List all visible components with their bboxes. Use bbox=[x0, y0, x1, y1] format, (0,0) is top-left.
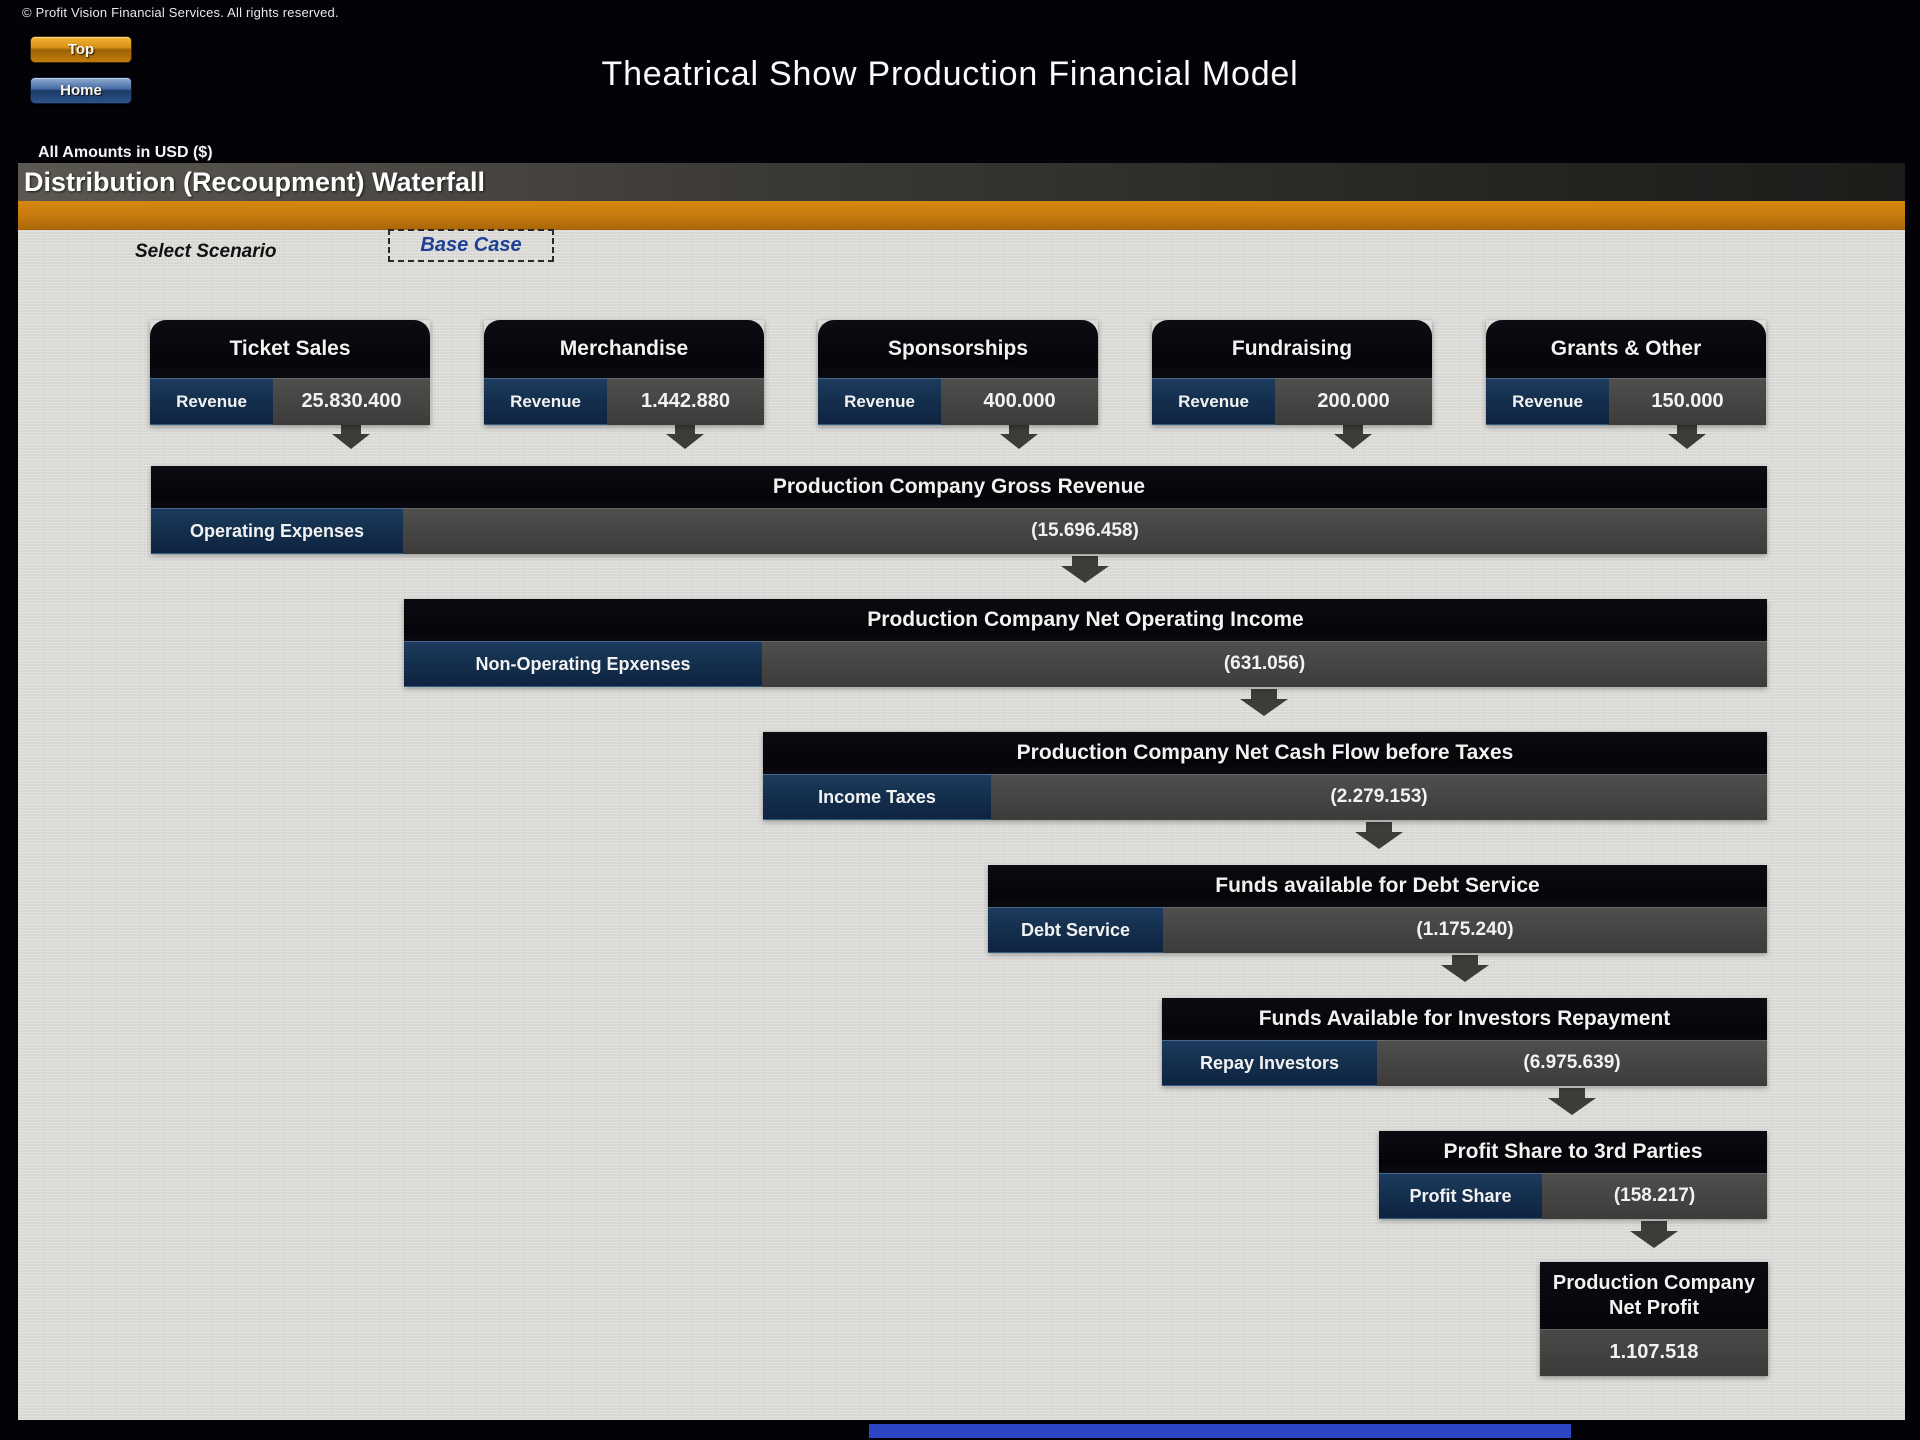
waterfall-step-net-cash-flow: Production Company Net Cash Flow before … bbox=[763, 732, 1767, 820]
revenue-label: Revenue bbox=[150, 378, 273, 425]
currency-note: All Amounts in USD ($) bbox=[38, 144, 213, 161]
step-title-bar: Production Company Net Operating Income bbox=[404, 599, 1767, 641]
down-arrow-icon bbox=[1668, 425, 1706, 449]
source-card-header: Ticket Sales bbox=[150, 320, 430, 378]
down-arrow-icon bbox=[1355, 822, 1403, 849]
net-profit-value: 1.107.518 bbox=[1540, 1329, 1768, 1376]
scenario-dropdown[interactable]: Base Case bbox=[388, 229, 554, 262]
down-arrow-icon bbox=[1061, 556, 1109, 583]
waterfall-step-gross-revenue: Production Company Gross Revenue Operati… bbox=[151, 466, 1767, 554]
source-card-ticket-sales: Ticket Sales Revenue 25.830.400 bbox=[150, 320, 430, 425]
top-button[interactable]: Top bbox=[30, 36, 132, 63]
step-title-bar: Funds available for Debt Service bbox=[988, 865, 1767, 907]
step-title-bar: Production Company Net Cash Flow before … bbox=[763, 732, 1767, 774]
revenue-value: 400.000 bbox=[941, 378, 1098, 425]
step-title-bar: Profit Share to 3rd Parties bbox=[1379, 1131, 1767, 1173]
revenue-label: Revenue bbox=[1152, 378, 1275, 425]
down-arrow-icon bbox=[666, 425, 704, 449]
deduction-label: Profit Share bbox=[1379, 1173, 1542, 1219]
deduction-label: Non-Operating Epxenses bbox=[404, 641, 762, 687]
down-arrow-icon bbox=[1000, 425, 1038, 449]
revenue-label: Revenue bbox=[484, 378, 607, 425]
net-profit-title: Production Company Net Profit bbox=[1540, 1262, 1768, 1329]
source-card-header: Sponsorships bbox=[818, 320, 1098, 378]
down-arrow-icon bbox=[332, 425, 370, 449]
step-title: Production Company Gross Revenue bbox=[772, 475, 1146, 498]
revenue-value: 1.442.880 bbox=[607, 378, 764, 425]
bottom-scroll-strip[interactable] bbox=[869, 1424, 1571, 1438]
net-profit-box: Production Company Net Profit 1.107.518 bbox=[1540, 1262, 1768, 1376]
source-title: Merchandise bbox=[559, 337, 689, 360]
section-title: Distribution (Recoupment) Waterfall bbox=[24, 166, 486, 197]
step-title-bar: Production Company Gross Revenue bbox=[151, 466, 1767, 508]
deduction-label: Repay Investors bbox=[1162, 1040, 1377, 1086]
waterfall-step-profit-share: Profit Share to 3rd Parties Profit Share… bbox=[1379, 1131, 1767, 1219]
source-title: Ticket Sales bbox=[229, 337, 351, 360]
revenue-label: Revenue bbox=[818, 378, 941, 425]
dashboard-canvas bbox=[18, 230, 1905, 1420]
source-card-sponsorships: Sponsorships Revenue 400.000 bbox=[818, 320, 1098, 425]
accent-divider bbox=[18, 201, 1905, 230]
waterfall-step-funds-for-debt-service: Funds available for Debt Service Debt Se… bbox=[988, 865, 1767, 953]
down-arrow-icon bbox=[1240, 689, 1288, 716]
source-title: Sponsorships bbox=[887, 337, 1029, 360]
page-title: Theatrical Show Production Financial Mod… bbox=[601, 55, 1299, 93]
copyright-text: © Profit Vision Financial Services. All … bbox=[22, 5, 339, 20]
step-title: Funds available for Debt Service bbox=[1215, 874, 1540, 897]
down-arrow-icon bbox=[1334, 425, 1372, 449]
deduction-value: (6.975.639) bbox=[1377, 1040, 1767, 1086]
deduction-value: (158.217) bbox=[1542, 1173, 1767, 1219]
source-card-header: Merchandise bbox=[484, 320, 764, 378]
source-card-header: Grants & Other bbox=[1486, 320, 1766, 378]
step-title: Production Company Net Operating Income bbox=[867, 608, 1304, 631]
source-card-fundraising: Fundraising Revenue 200.000 bbox=[1152, 320, 1432, 425]
revenue-value: 25.830.400 bbox=[273, 378, 430, 425]
source-card-grants-other: Grants & Other Revenue 150.000 bbox=[1486, 320, 1766, 425]
source-card-header: Fundraising bbox=[1152, 320, 1432, 378]
deduction-label: Debt Service bbox=[988, 907, 1163, 953]
revenue-value: 200.000 bbox=[1275, 378, 1432, 425]
down-arrow-icon bbox=[1630, 1221, 1678, 1248]
source-card-merchandise: Merchandise Revenue 1.442.880 bbox=[484, 320, 764, 425]
down-arrow-icon bbox=[1441, 955, 1489, 982]
deduction-value: (1.175.240) bbox=[1163, 907, 1767, 953]
step-title: Production Company Net Cash Flow before … bbox=[1016, 741, 1514, 764]
deduction-label: Operating Expenses bbox=[151, 508, 403, 554]
home-button[interactable]: Home bbox=[30, 77, 132, 104]
revenue-value: 150.000 bbox=[1609, 378, 1766, 425]
step-title: Profit Share to 3rd Parties bbox=[1443, 1140, 1703, 1163]
deduction-value: (2.279.153) bbox=[991, 774, 1767, 820]
deduction-value: (15.696.458) bbox=[403, 508, 1767, 554]
scenario-label: Select Scenario bbox=[135, 241, 277, 262]
down-arrow-icon bbox=[1548, 1088, 1596, 1115]
deduction-label: Income Taxes bbox=[763, 774, 991, 820]
waterfall-step-net-operating-income: Production Company Net Operating Income … bbox=[404, 599, 1767, 687]
deduction-value: (631.056) bbox=[762, 641, 1767, 687]
section-header: Distribution (Recoupment) Waterfall bbox=[18, 163, 1905, 201]
waterfall-step-funds-for-investors: Funds Available for Investors Repayment … bbox=[1162, 998, 1767, 1086]
source-title: Grants & Other bbox=[1550, 337, 1702, 360]
step-title: Funds Available for Investors Repayment bbox=[1258, 1007, 1671, 1030]
source-title: Fundraising bbox=[1231, 337, 1353, 360]
step-title-bar: Funds Available for Investors Repayment bbox=[1162, 998, 1767, 1040]
revenue-label: Revenue bbox=[1486, 378, 1609, 425]
